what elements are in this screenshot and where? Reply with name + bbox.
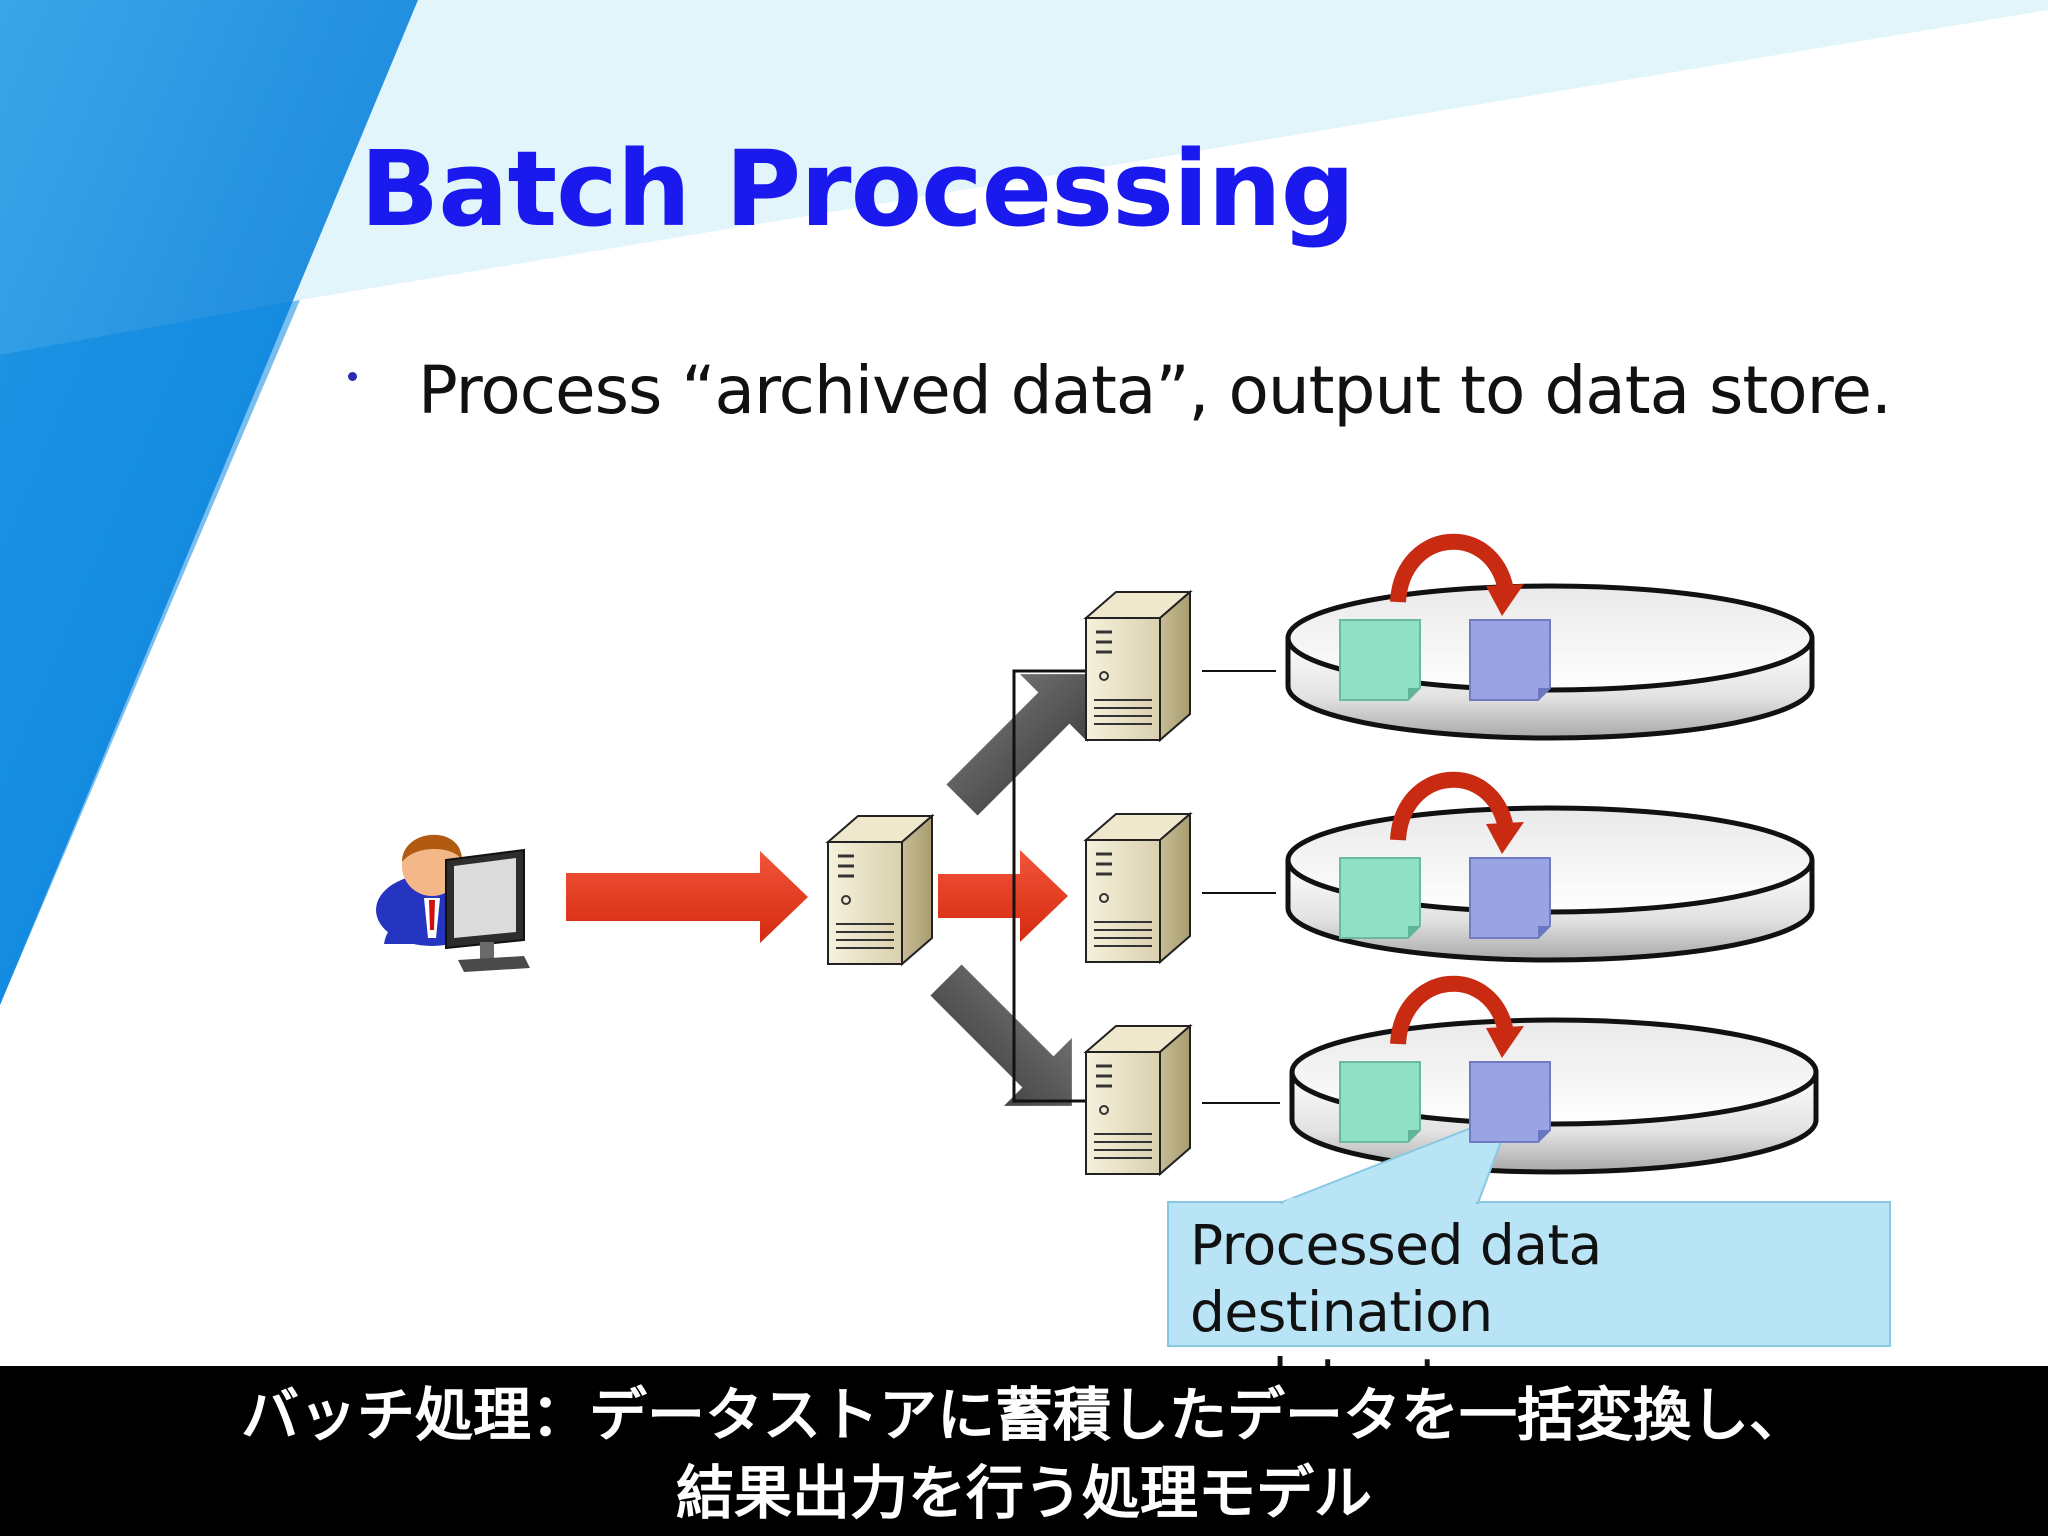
caption-bar [0,1366,2048,1536]
callout-line-1: Processed data destination [1190,1213,1602,1344]
gray-arrow-lower [930,964,1072,1106]
bullet-text: Process “archived data”, output to data … [418,352,1892,429]
bullet-marker [348,372,357,381]
user-at-computer-icon [376,834,530,972]
callout-text: Processed data destination = data store. [1190,1212,1890,1413]
branch-line [1012,669,1086,1103]
red-arrow-to-middle-server [938,850,1068,942]
callout-bubble [1167,1110,1891,1347]
gray-arrow-upper [946,674,1088,816]
server-icon-middle [1084,812,1192,964]
server-icon-bottom [1084,1024,1192,1176]
caption-line-2: 結果出力を行う処理モデル [675,1459,1372,1527]
server-icon-central [826,814,934,966]
red-arrow-to-central-server [566,851,808,943]
caption-line-1: バッチ処理：データストアに蓄積したデータを一括変換し、 [240,1381,1807,1449]
caption: バッチ処理：データストアに蓄積したデータを一括変換し、 結果出力を行う処理モデル [0,1376,2048,1532]
slide-title: Batch Processing [360,128,1355,250]
server-icon-top [1084,590,1192,742]
